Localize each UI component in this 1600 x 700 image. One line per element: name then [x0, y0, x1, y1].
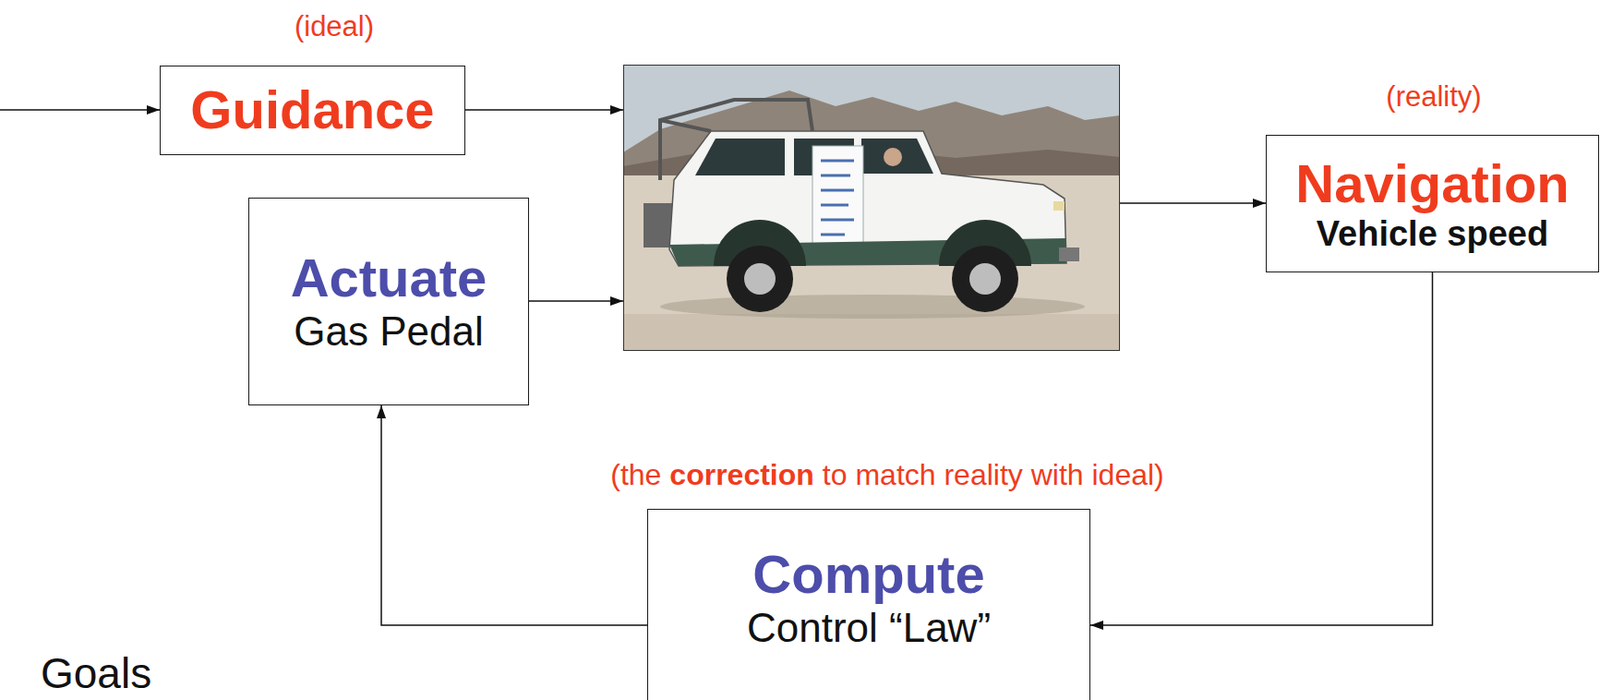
truck-shadow — [660, 294, 1085, 319]
headlight — [1053, 201, 1065, 211]
wheel-hub — [744, 263, 776, 295]
box-title: Actuate — [290, 248, 488, 309]
annotation-text: (the — [610, 458, 662, 492]
box-subtitle: Gas Pedal — [293, 308, 483, 354]
feedback-connector — [1090, 272, 1433, 626]
input-arrow — [0, 108, 160, 111]
annotation-text: to match reality with ideal) — [822, 458, 1165, 492]
annotation-emphasis: correction — [669, 458, 814, 492]
signal-arrow — [1119, 202, 1266, 205]
rear-equipment — [643, 203, 674, 248]
door-sign — [812, 145, 864, 257]
box-title: Navigation — [1295, 154, 1570, 215]
wheel — [726, 245, 794, 313]
signal-arrow — [465, 108, 624, 111]
roll-bar — [660, 99, 813, 181]
driver — [883, 147, 903, 167]
wheel — [951, 245, 1019, 313]
sign-lines — [820, 160, 855, 235]
annotation-reality: (reality) — [1385, 81, 1481, 113]
guidance-box: Guidance — [159, 65, 466, 156]
signal-arrow — [529, 300, 624, 302]
actuator-box: ActuateGas Pedal — [248, 197, 530, 406]
wheel-hub — [969, 263, 1001, 295]
truck-window — [861, 138, 934, 174]
section-heading: Goals — [40, 649, 152, 698]
navigation-box: NavigationVehicle speed — [1265, 134, 1600, 273]
ground-shade — [623, 313, 1120, 351]
truck-window — [695, 138, 785, 176]
compute-box: ComputeControl “Law” — [647, 508, 1091, 700]
feedback-connector — [381, 405, 648, 626]
box-subtitle: Vehicle speed — [1316, 214, 1549, 254]
truck-body — [669, 131, 1067, 266]
box-subtitle: Control “Law” — [746, 604, 991, 650]
photo-frame — [624, 65, 1120, 351]
annotation-line: (thecorrectionto match reality with idea… — [610, 458, 1165, 492]
bumper — [1058, 247, 1080, 262]
vehicle-photo — [623, 64, 1120, 351]
box-title: Guidance — [190, 80, 434, 141]
box-title: Compute — [752, 544, 985, 605]
annotation-ideal: (ideal) — [294, 11, 374, 43]
